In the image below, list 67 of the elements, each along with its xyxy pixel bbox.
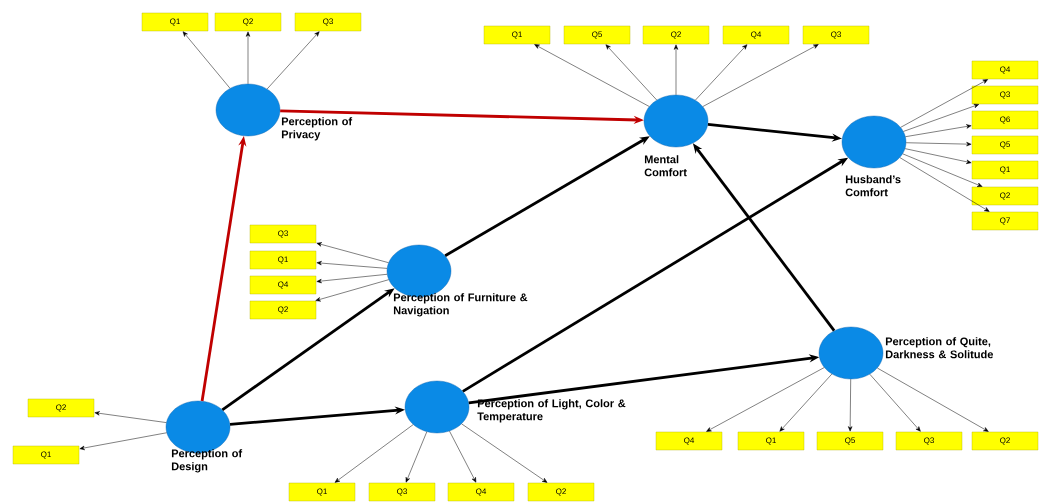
indicator-box: Q2 <box>527 482 595 502</box>
indicator-box: Q3 <box>971 85 1039 105</box>
indicator-box: Q6 <box>971 110 1039 130</box>
indicator-box: Q2 <box>971 186 1039 206</box>
arrow <box>405 431 428 483</box>
arrow <box>534 44 650 107</box>
indicator-box: Q4 <box>722 25 790 45</box>
arrow <box>899 157 990 212</box>
indicator-box: Q3 <box>294 12 362 32</box>
arrow <box>79 432 167 451</box>
arrow <box>905 141 972 147</box>
indicator-box: Q2 <box>249 300 317 320</box>
construct-label: Perception of Privacy <box>281 117 353 141</box>
indicator-box: Q1 <box>12 445 80 465</box>
indicator-box: Q2 <box>214 12 282 32</box>
arrow <box>316 260 388 269</box>
arrow <box>904 148 972 164</box>
arrow <box>695 44 748 101</box>
indicator-box: Q4 <box>971 60 1039 80</box>
indicator-box: Q1 <box>288 482 356 502</box>
arrow <box>848 378 853 432</box>
construct-label: Husband’s Comfort <box>845 175 901 197</box>
indicator-box: Q2 <box>642 25 710 45</box>
arrow <box>903 103 979 132</box>
construct-label: Mental Comfort <box>644 155 687 177</box>
arrow <box>869 374 921 432</box>
arrow <box>902 153 983 187</box>
indicator-box: Q5 <box>971 135 1039 155</box>
indicator-box: Q5 <box>816 431 884 451</box>
arrow <box>316 242 389 263</box>
arrow <box>449 430 477 483</box>
arrow <box>900 79 988 128</box>
indicator-box: Q1 <box>483 25 551 45</box>
arrow <box>702 44 819 107</box>
arrow <box>315 279 389 302</box>
indicator-box: Q1 <box>249 250 317 270</box>
construct-label: Perception of Light, Color & Temperature <box>477 399 626 423</box>
arrow <box>706 367 825 432</box>
arrow <box>334 424 414 483</box>
arrow <box>316 274 388 284</box>
indicator-box: Q3 <box>802 25 870 45</box>
arrow <box>182 31 231 89</box>
arrow <box>266 31 320 90</box>
construct-label: Perception of Design <box>171 449 243 473</box>
indicator-box: Q2 <box>27 398 95 418</box>
arrow <box>877 367 989 432</box>
indicator-box: Q3 <box>249 224 317 244</box>
indicator-box: Q2 <box>971 431 1039 451</box>
indicator-box: Q1 <box>971 160 1039 180</box>
indicator-box: Q3 <box>368 482 436 502</box>
construct-label: Perception of Furniture & Navigation <box>393 293 528 317</box>
indicator-box: Q4 <box>249 275 317 295</box>
indicator-box: Q7 <box>971 211 1039 231</box>
construct-label: Perception of Quite, Darkness & Solitude <box>885 337 993 359</box>
arrow <box>779 373 833 432</box>
indicator-box: Q5 <box>563 25 631 45</box>
arrow <box>605 44 657 101</box>
indicator-box: Q1 <box>737 431 805 451</box>
indicator-box: Q4 <box>655 431 723 451</box>
arrow <box>94 411 167 423</box>
indicator-box: Q4 <box>447 482 515 502</box>
indicator-box: Q3 <box>895 431 963 451</box>
indicator-box: Q1 <box>141 12 209 32</box>
arrow <box>461 423 548 483</box>
arrow <box>905 124 972 137</box>
arrow <box>673 44 679 96</box>
arrow <box>245 31 251 85</box>
